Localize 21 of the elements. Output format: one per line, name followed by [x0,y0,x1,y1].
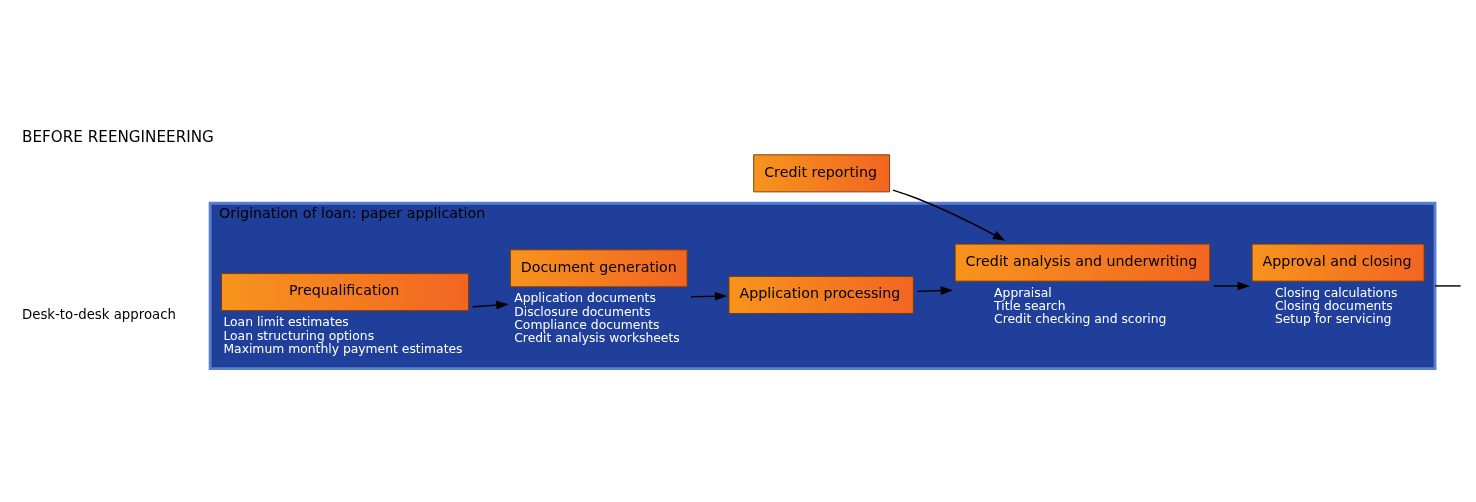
node-label: Maximum monthly payment estimates [223,341,463,356]
arrow [892,189,1006,241]
arrow [916,286,954,295]
arrow [471,300,509,310]
diagram-title: BEFORE REENGINEERING [22,127,214,146]
node-label: Closing calculations [1274,285,1398,300]
node-label: Disclosure documents [514,304,651,319]
node-label: Loan structuring options [223,328,375,343]
node-label: Setup for servicing [1274,312,1392,327]
node-label: Closing documents [1274,299,1393,314]
node-label: Title search [994,299,1066,314]
node-label: Credit checking and scoring [994,312,1167,327]
node-label: Compliance documents [514,318,660,333]
node-label: Appraisal [994,285,1052,300]
node-label: Credit analysis worksheets [514,331,680,346]
connector [1434,285,1462,287]
label: Desk-to-desk approach [21,306,176,322]
node-label: Application documents [514,291,656,306]
node-label: Loan limit estimates [223,315,349,330]
arrow [1213,281,1250,291]
arrow [690,291,728,301]
